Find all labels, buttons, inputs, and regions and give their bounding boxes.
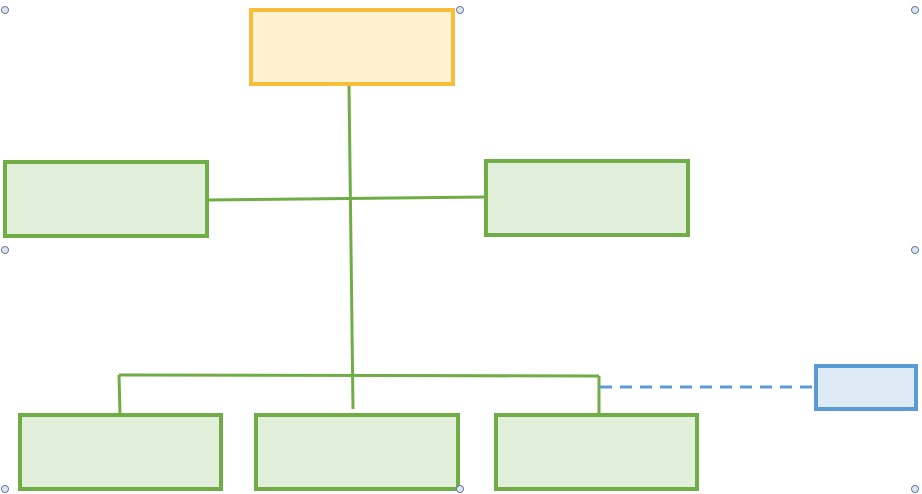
selection-handles: [1, 6, 919, 493]
node-root[interactable]: [249, 8, 455, 86]
resize-handle-top-middle[interactable]: [456, 6, 464, 14]
node-bottom-3[interactable]: [494, 413, 699, 491]
node-left-mid[interactable]: [3, 160, 209, 238]
resize-handle-top-right[interactable]: [911, 6, 919, 14]
connector-bottom-bar: [118, 373, 600, 378]
connector-mid-level: [206, 195, 487, 202]
resize-handle-bottom-right[interactable]: [911, 485, 919, 493]
connector-bottom-1-drop: [117, 374, 122, 415]
node-side-assistant[interactable]: [814, 364, 918, 411]
resize-handle-top-left[interactable]: [1, 6, 9, 14]
nodes: [3, 8, 918, 491]
resize-handle-middle-left[interactable]: [1, 246, 9, 254]
node-bottom-1[interactable]: [18, 413, 223, 491]
connector-root-to-bottom: [347, 85, 355, 410]
connectors: [117, 85, 816, 415]
node-right-mid[interactable]: [484, 159, 690, 237]
resize-handle-bottom-left[interactable]: [1, 485, 9, 493]
resize-handle-middle-right[interactable]: [911, 246, 919, 254]
resize-handle-bottom-middle[interactable]: [456, 485, 464, 493]
node-bottom-2[interactable]: [254, 413, 460, 491]
